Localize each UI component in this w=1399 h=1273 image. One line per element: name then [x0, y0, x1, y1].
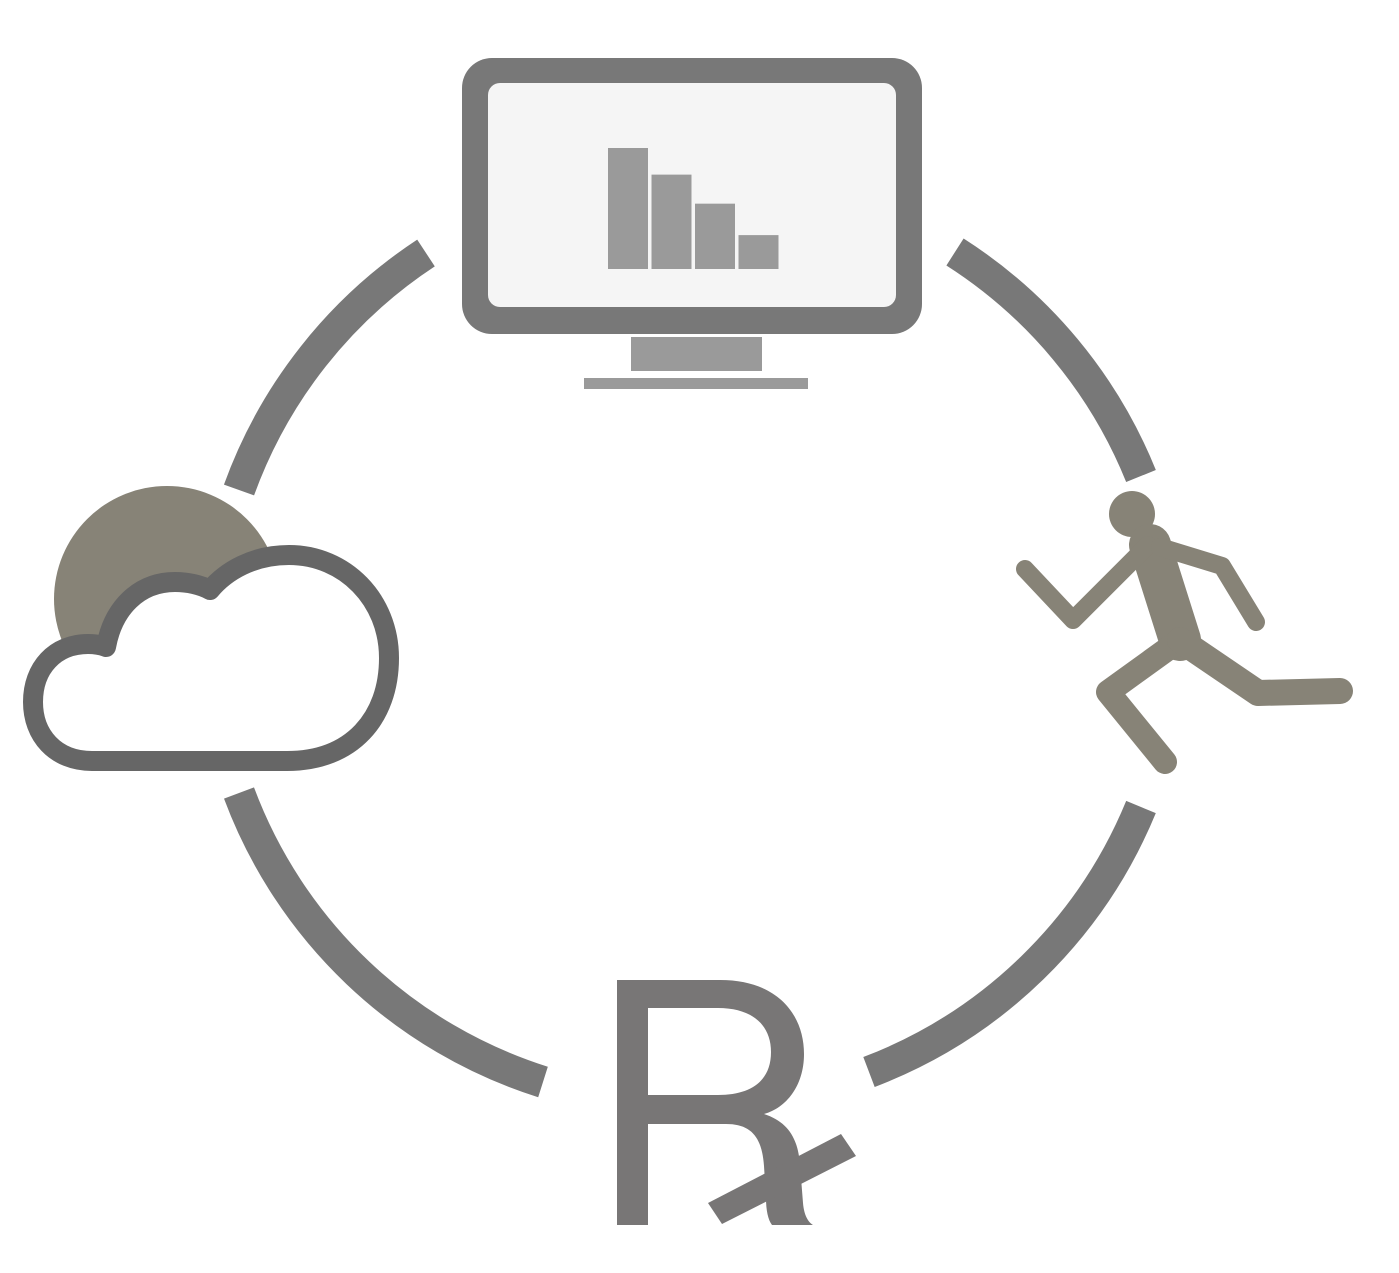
- prescription-rx-icon: [617, 980, 856, 1225]
- ring-arc-top-right: [946, 238, 1156, 482]
- runner-torso: [1129, 524, 1201, 661]
- runner-front-leg: [1167, 627, 1353, 706]
- monitor-bar-chart-icon: [462, 58, 922, 389]
- cycle-ring: [223, 238, 1156, 1098]
- monitor-screen: [488, 83, 896, 307]
- rx-slash: [708, 1134, 856, 1224]
- ring-arc-bottom-left: [224, 787, 548, 1098]
- monitor-stand-base: [584, 378, 808, 389]
- runner-front-arm: [1151, 538, 1265, 631]
- cloud-icon: [23, 545, 399, 771]
- runner-back-arm: [1016, 536, 1157, 629]
- ring-arc-top-left: [223, 239, 435, 496]
- runner-back-leg: [1096, 628, 1192, 774]
- monitor-bar-3: [695, 203, 735, 269]
- monitor-bar-2: [651, 174, 692, 269]
- running-person-icon: [1016, 491, 1353, 774]
- monitor-stand-neck: [631, 337, 762, 371]
- sun-cloud-icon: [23, 486, 399, 771]
- monitor-bar-chart: [608, 148, 779, 269]
- ring-arc-bottom-right: [863, 800, 1156, 1087]
- rx-letter-r: [617, 980, 813, 1225]
- monitor-bar-1: [608, 148, 648, 269]
- monitor-bar-4: [738, 235, 779, 269]
